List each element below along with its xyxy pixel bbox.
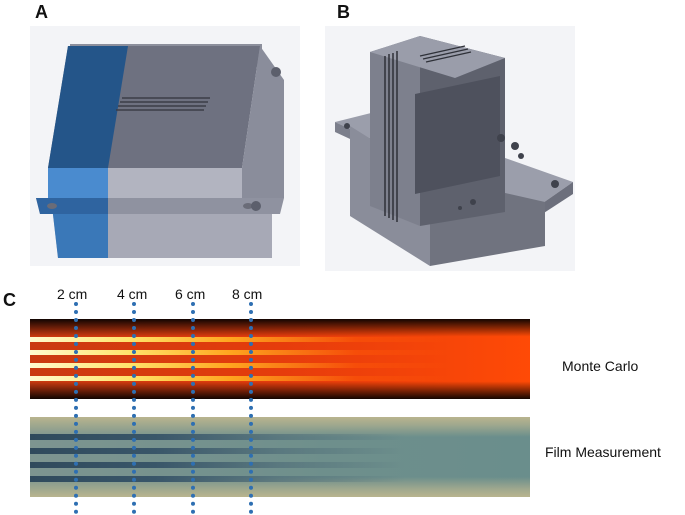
film-beam-line	[30, 434, 530, 440]
panel-c-letter: C	[3, 290, 16, 310]
slit-insert-render	[325, 26, 575, 271]
mc-beam-line	[30, 350, 530, 355]
film-measurement-label: Film Measurement	[545, 444, 661, 460]
depth-marker-line-2cm	[74, 302, 78, 514]
monte-carlo-dose-map	[30, 319, 530, 399]
depth-marker-line-6cm	[191, 302, 195, 514]
film-beam-line	[30, 462, 530, 468]
panel-a-letter: A	[35, 2, 48, 22]
film-beam-line	[30, 476, 530, 482]
mc-beam-line	[30, 337, 530, 342]
depth-label-2cm: 2 cm	[57, 286, 88, 302]
film-beam-line	[30, 448, 530, 454]
mc-beam-line	[30, 363, 530, 368]
depth-label-8cm: 8 cm	[232, 286, 263, 302]
slit-insert-drawing	[325, 26, 575, 271]
collimator-box-render	[30, 26, 300, 266]
depth-label-6cm: 6 cm	[175, 286, 206, 302]
panel-b-letter: B	[337, 2, 350, 22]
depth-marker-line-8cm	[249, 302, 253, 514]
depth-marker-line-4cm	[132, 302, 136, 514]
collimator-box-drawing	[30, 26, 300, 266]
film-measurement-map	[30, 417, 530, 497]
mc-beam-line	[30, 376, 530, 381]
depth-label-4cm: 4 cm	[117, 286, 148, 302]
monte-carlo-label: Monte Carlo	[562, 358, 639, 374]
